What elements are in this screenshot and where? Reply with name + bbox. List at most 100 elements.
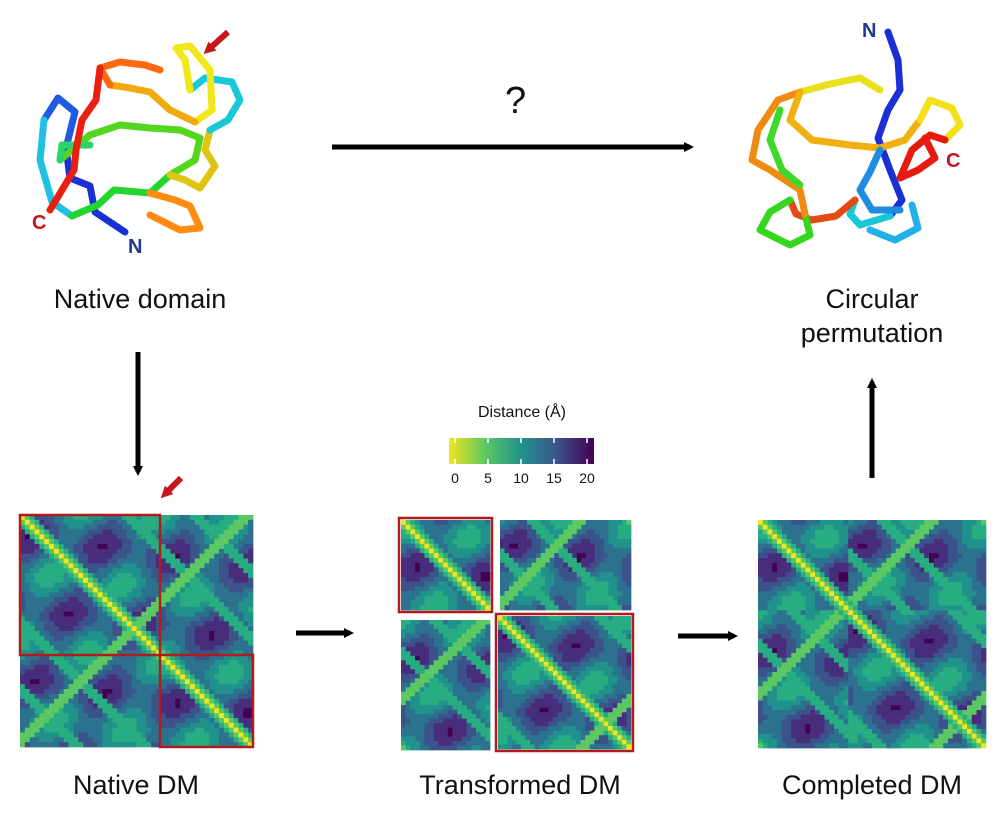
heatmap-cell (401, 691, 407, 697)
heatmap-cell (141, 568, 147, 574)
heatmap-cell (219, 713, 225, 719)
heatmap-cell (800, 524, 806, 530)
heatmap-cell (92, 529, 99, 535)
heatmap-cell (49, 689, 55, 695)
heatmap-cell (165, 621, 171, 627)
heatmap-cell (943, 534, 949, 540)
heatmap-cell (585, 524, 591, 530)
heatmap-cell (511, 648, 517, 654)
heatmap-cell (248, 655, 254, 661)
heatmap-cell (44, 548, 50, 555)
heatmap-cell (73, 616, 79, 622)
heatmap-cell (419, 673, 425, 679)
heatmap-cell (471, 572, 477, 578)
heatmap-cell (160, 587, 166, 593)
heatmap-cell (429, 633, 435, 639)
heatmap-cell (971, 529, 977, 535)
heatmap-cell (543, 703, 549, 709)
heatmap-cell (209, 689, 215, 695)
heatmap-cell (603, 634, 609, 640)
heatmap-cell (480, 605, 486, 611)
heatmap-cell (485, 572, 491, 578)
heatmap-cell (933, 520, 939, 526)
heatmap-cell (443, 628, 449, 634)
heatmap-cell (608, 652, 614, 658)
heatmap-cell (83, 553, 89, 559)
heatmap-cell (581, 595, 587, 601)
heatmap-cell (504, 538, 510, 545)
heatmap-cell (401, 687, 407, 693)
heatmap-cell (457, 678, 463, 684)
heatmap-cell (73, 713, 79, 719)
heatmap-cell (575, 671, 581, 676)
heatmap-cell (34, 689, 40, 695)
heatmap-cell (554, 581, 560, 587)
heatmap-cell (233, 573, 239, 579)
heatmap-cell (97, 544, 103, 550)
heatmap-cell (429, 691, 435, 697)
heatmap-cell (165, 534, 171, 540)
heatmap-cell (68, 669, 74, 675)
heatmap-cell (617, 586, 623, 592)
heatmap-cell (121, 635, 128, 642)
heatmap-cell (471, 687, 477, 693)
heatmap-cell (608, 553, 614, 559)
heatmap-cell (165, 606, 171, 613)
heatmap-cell (49, 611, 55, 617)
heatmap-cell (581, 543, 587, 549)
heatmap-cell (530, 625, 536, 631)
heatmap-cell (485, 696, 491, 702)
heatmap-cell (438, 548, 444, 554)
heatmap-cell (612, 638, 618, 644)
heatmap-cell (29, 655, 35, 661)
heatmap-cell (165, 703, 171, 709)
heatmap-cell (102, 635, 108, 642)
heatmap-cell (185, 573, 191, 579)
heatmap-cell (502, 671, 508, 676)
heatmap-cell (141, 544, 147, 550)
heatmap-cell (170, 708, 176, 714)
heatmap-cell (575, 648, 581, 654)
heatmap-cell (112, 519, 118, 526)
heatmap-cell (92, 635, 99, 642)
heatmap-cell (480, 591, 486, 597)
heatmap-cell (204, 582, 210, 588)
heatmap-cell (155, 534, 162, 540)
heatmap-cell (214, 534, 220, 540)
heatmap-cell (141, 626, 147, 632)
heatmap-cell (419, 646, 425, 652)
heatmap-cell (443, 524, 449, 530)
heatmap-cell (165, 669, 171, 675)
heatmap-cell (180, 592, 186, 598)
heatmap-cell (248, 592, 254, 598)
heatmap-cell (433, 562, 439, 568)
heatmap-cell (415, 534, 421, 540)
heatmap-cell (461, 651, 467, 657)
heatmap-cell (567, 600, 573, 606)
heatmap-cell (410, 633, 416, 639)
heatmap-cell (53, 727, 60, 733)
heatmap-cell (500, 591, 505, 597)
heatmap-cell (131, 698, 137, 704)
heatmap-cell (151, 655, 157, 661)
heatmap-cell (20, 718, 26, 724)
heatmap-cell (248, 548, 254, 555)
heatmap-cell (194, 539, 200, 545)
heatmap-cell (204, 529, 210, 535)
heatmap-cell (223, 597, 230, 603)
heatmap-cell (513, 591, 519, 597)
heatmap-cell (612, 726, 618, 732)
heatmap-cell (443, 745, 449, 751)
heatmap-cell (612, 648, 618, 654)
heatmap-cell (433, 524, 439, 530)
heatmap-cell (83, 568, 89, 574)
heatmap-cell (68, 737, 74, 743)
heatmap-cell (843, 539, 849, 545)
heatmap-cell (214, 548, 220, 555)
heatmap-cell (438, 642, 444, 648)
heatmap-cell (466, 529, 472, 535)
heatmap-cell (608, 534, 614, 540)
heatmap-cell (165, 737, 171, 743)
heatmap-cell (146, 553, 152, 559)
heatmap-cell (405, 700, 411, 706)
